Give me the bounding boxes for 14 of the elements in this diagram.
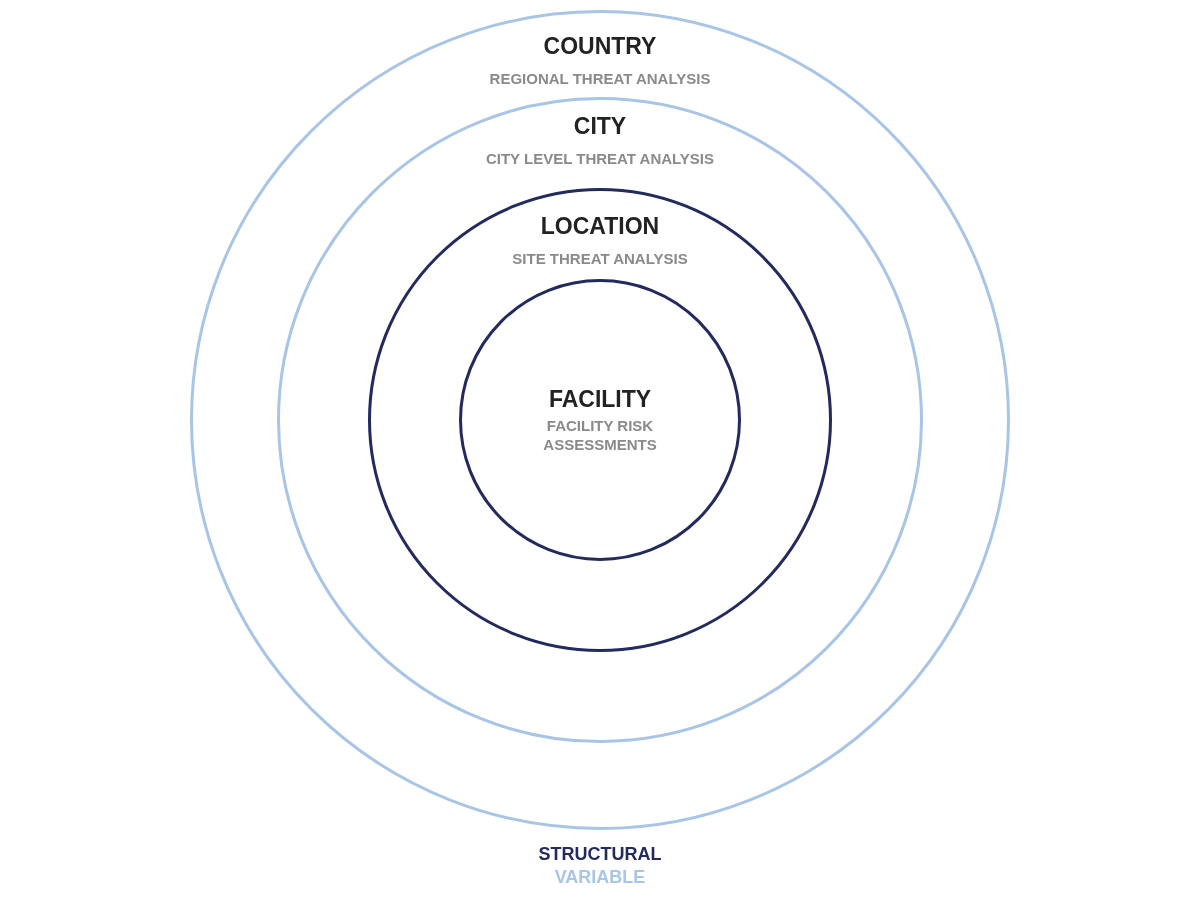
level-heading: LOCATION — [540, 213, 660, 239]
level-heading: FACILITY — [548, 386, 652, 412]
level-heading: COUNTRY — [543, 33, 657, 59]
legend-entry: STRUCTURAL — [538, 843, 662, 866]
analysis-label: SITE THREAT ANALYSIS — [512, 249, 688, 268]
ring-circle — [190, 10, 1010, 830]
analysis-label: FACILITY RISK ASSESSMENTS — [542, 416, 658, 454]
analysis-label: CITY LEVEL THREAT ANALYSIS — [485, 149, 715, 168]
ring-circle — [459, 279, 741, 561]
ring-circle — [277, 97, 923, 743]
ring-circle — [368, 188, 832, 652]
analysis-label: REGIONAL THREAT ANALYSIS — [489, 69, 711, 88]
level-heading: CITY — [573, 113, 627, 139]
legend-entry: VARIABLE — [554, 866, 646, 889]
